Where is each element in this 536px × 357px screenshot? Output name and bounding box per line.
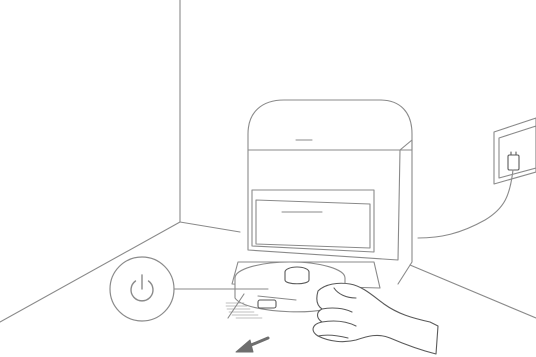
power-cord xyxy=(418,170,513,238)
wall-outlet-icon xyxy=(494,118,536,184)
station-lid xyxy=(248,100,412,150)
docking-station xyxy=(232,100,412,288)
station-body-front xyxy=(248,150,400,260)
robot-lidar xyxy=(285,272,309,284)
power-icon xyxy=(110,257,174,321)
baseboard-right xyxy=(180,222,240,232)
hand-illustration xyxy=(313,283,438,354)
floor-edge-right xyxy=(410,265,536,318)
robot-sensor xyxy=(258,300,276,308)
arrow-head xyxy=(236,340,253,352)
plug-body xyxy=(508,155,519,170)
plug-icon xyxy=(508,152,519,170)
arrow-down-left-icon xyxy=(236,338,268,352)
hand-outline xyxy=(313,283,438,354)
